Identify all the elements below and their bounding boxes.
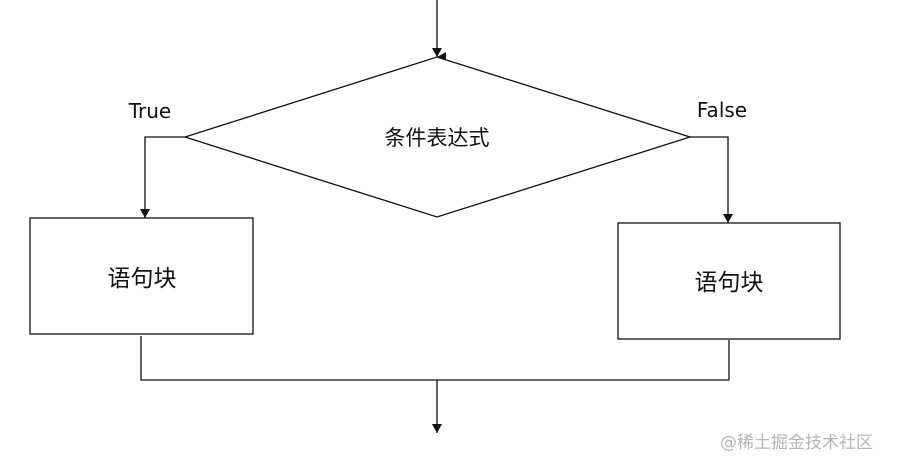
false-arrowhead — [723, 214, 733, 223]
condition-diamond — [182, 56, 693, 218]
true-branch-arrow — [144, 136, 185, 218]
false-branch-arrow — [690, 136, 729, 223]
true-block-text: 语句块 — [108, 266, 177, 292]
false-block-box — [617, 222, 841, 340]
merge-line — [140, 336, 730, 381]
exit-arrowhead — [432, 424, 442, 433]
true-block-box — [29, 217, 254, 335]
true-arrowhead — [140, 209, 150, 218]
false-block-text: 语句块 — [695, 270, 764, 296]
true-label: True — [128, 99, 171, 123]
false-label: False — [697, 98, 747, 122]
entry-arrowhead — [432, 48, 442, 57]
watermark: @稀土掘金技术社区 — [720, 433, 873, 453]
condition-text: 条件表达式 — [385, 126, 490, 150]
